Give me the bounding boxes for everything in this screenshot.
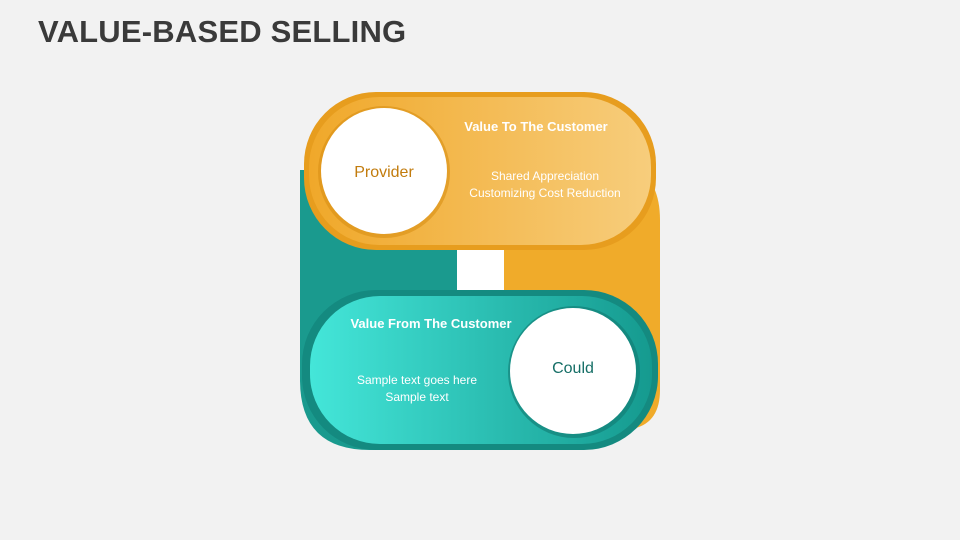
could-circle xyxy=(510,308,636,434)
top-heading: Value To The Customer xyxy=(464,119,608,134)
bottom-line-1: Sample text goes here xyxy=(357,373,477,387)
provider-label: Provider xyxy=(354,164,414,181)
bottom-heading: Value From The Customer xyxy=(350,316,511,331)
bottom-line-2: Sample text xyxy=(385,390,449,404)
top-line-2: Customizing Cost Reduction xyxy=(469,186,620,200)
top-line-1: Shared Appreciation xyxy=(491,169,599,183)
frame-gap xyxy=(457,248,504,292)
page-title: VALUE-BASED SELLING xyxy=(38,14,407,49)
could-label: Could xyxy=(552,360,594,377)
provider-circle xyxy=(321,108,447,234)
